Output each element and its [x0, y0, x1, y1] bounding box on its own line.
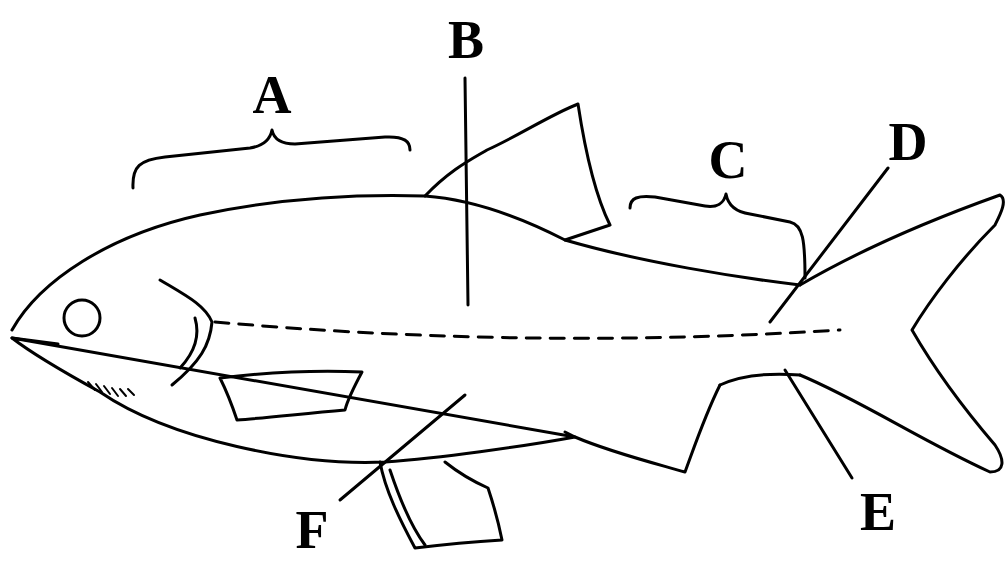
- gill-rakers: [88, 382, 134, 396]
- caudal-fin: [800, 195, 1003, 472]
- gill-cover: [160, 280, 212, 385]
- part-letter: F: [296, 503, 329, 557]
- leader-line: [770, 168, 888, 322]
- part-letter: E: [860, 485, 896, 539]
- lateral-line: [215, 322, 840, 338]
- part-letter: B: [448, 13, 484, 67]
- gill-cover-inner: [180, 318, 197, 368]
- bracket: [133, 130, 410, 188]
- leader-line: [465, 78, 468, 305]
- mouth: [12, 338, 58, 344]
- leader-line: [785, 370, 852, 478]
- part-letter: C: [709, 133, 748, 187]
- dorsal-fin: [425, 104, 610, 240]
- pelvic-fin-ray: [390, 470, 425, 545]
- pelvic-fin: [380, 462, 502, 548]
- leader-line: [340, 395, 465, 500]
- part-letter: A: [253, 68, 292, 122]
- eye: [64, 300, 100, 336]
- fish-body: [12, 196, 800, 463]
- pectoral-fin: [220, 371, 362, 420]
- part-letter: D: [889, 115, 928, 169]
- anal-fin: [565, 385, 720, 472]
- bracket: [630, 194, 805, 278]
